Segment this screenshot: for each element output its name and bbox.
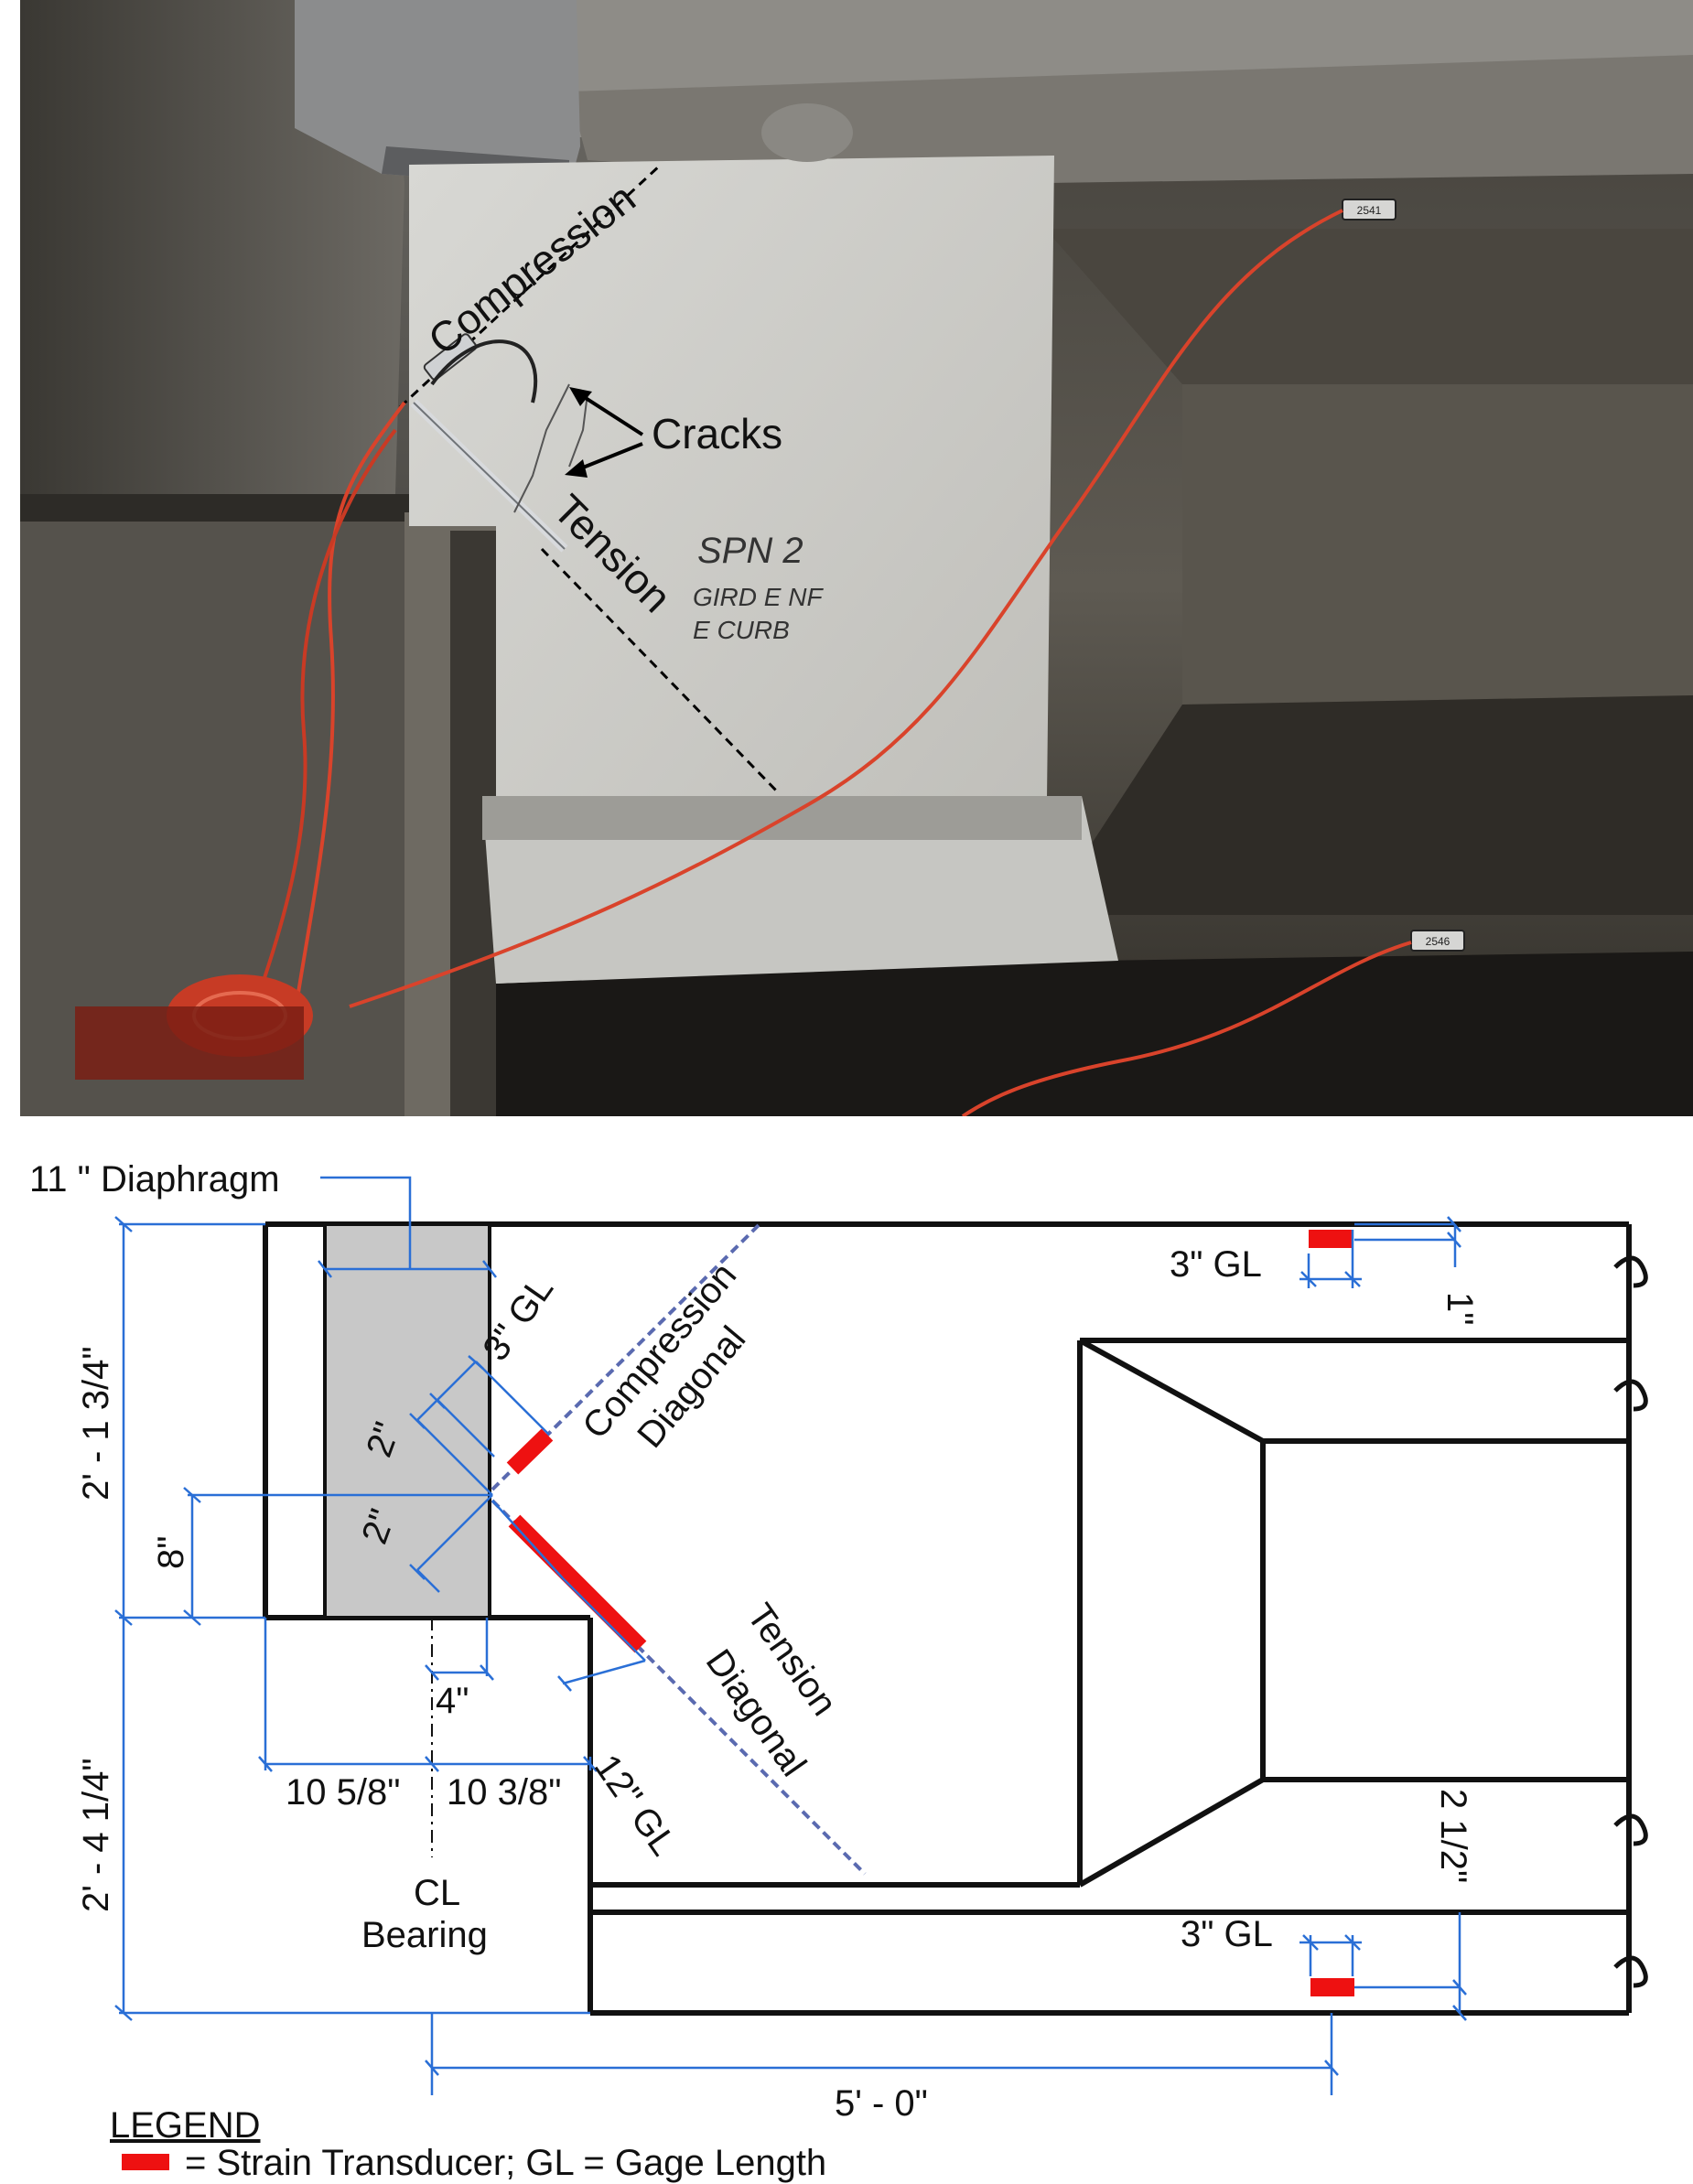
- diaphragm-section: [323, 1222, 491, 1619]
- dim-height-bot-label: 2' - 4 1/4": [76, 1758, 116, 1912]
- girder-web: [1182, 384, 1693, 705]
- dimension-lines: [114, 1176, 1467, 2095]
- handwriting-line-3: E CURB: [693, 616, 790, 644]
- cable-3: [247, 428, 397, 1026]
- girder-flange-bottom: [1045, 695, 1693, 915]
- handwriting-line-2: GIRD E NF: [693, 583, 824, 611]
- crack-line-1: [513, 383, 570, 513]
- centerline-symbol: CL: [414, 1873, 460, 1913]
- diaphragm-curb: [482, 796, 1118, 984]
- pier-cap: [20, 522, 496, 1116]
- transducer-compression: [506, 1428, 554, 1475]
- concrete-diaphragm: [409, 156, 1054, 984]
- handwriting-line-1: SPN 2: [697, 531, 803, 571]
- cracks-arrow-2: [573, 442, 643, 473]
- dim-2half-label: 2 1/2": [1433, 1789, 1473, 1883]
- diaphragm-label: 11 " Diaphragm: [29, 1159, 280, 1200]
- diaphragm-drawing: 11 " Diaphragm 3" GL Compression Diagona…: [29, 1159, 1648, 2183]
- sensor-top-tag: 2541: [1357, 204, 1382, 217]
- cable-4: [961, 941, 1412, 1116]
- legend-transducer-swatch: [122, 2154, 169, 2170]
- sensor-bottom-tag: 2546: [1426, 935, 1450, 948]
- cracks-label: Cracks: [652, 410, 782, 457]
- girder-flange-top: [1045, 229, 1693, 384]
- dim-8in-label: 8": [151, 1536, 191, 1569]
- cracks-arrowhead-2: [565, 459, 588, 478]
- steel-bearing-plate: [295, 0, 580, 188]
- dim-right-label: 10 3/8": [447, 1772, 561, 1813]
- dim-1in-label: 1": [1440, 1292, 1480, 1325]
- cable-2: [293, 401, 406, 1017]
- sensor-bottom: [1410, 930, 1465, 952]
- transducer-cable-loop: [430, 339, 538, 403]
- bridge-underside: [496, 952, 1693, 1116]
- transducer-bottom-flange: [1310, 1978, 1354, 1996]
- cracks-arrow-1: [577, 392, 644, 436]
- sensor-top: [1342, 199, 1396, 221]
- gl-3in-top-label: 3" GL: [1170, 1244, 1262, 1285]
- transducer-rod-edge: [413, 402, 566, 550]
- dim-height-top-label: 2' - 1 3/4": [76, 1346, 116, 1501]
- dim-4in-label: 4": [436, 1681, 469, 1721]
- dim-left-label: 10 5/8": [286, 1772, 400, 1813]
- data-logger: [75, 1006, 304, 1080]
- tension-dashed-line: [540, 547, 782, 796]
- deck-underside: [569, 55, 1693, 192]
- crack-line-2: [568, 393, 588, 468]
- transducer-top-flange: [1309, 1230, 1353, 1248]
- break-symbols: [1613, 1255, 1648, 1988]
- dim-5ft-label: 5' - 0": [835, 2083, 928, 2124]
- transducer-tension: [508, 1514, 647, 1653]
- structure-outline: [263, 1221, 1632, 2016]
- legend-title: LEGEND: [110, 2105, 261, 2146]
- cable-1: [349, 209, 1343, 1008]
- grout-patch: [761, 103, 853, 162]
- bearing-label: Bearing: [361, 1915, 488, 1955]
- gl-12in-label: 12" GL: [587, 1748, 685, 1863]
- transducer-gauge-1: [423, 333, 478, 381]
- bridge-photo: 2541 2546 SPN 2 GIRD E NF E CURB Compres…: [20, 0, 1693, 1116]
- legend-item: = Strain Transducer; GL = Gage Length: [185, 2143, 826, 2183]
- compression-dashed-line: [398, 163, 663, 409]
- cracks-arrowhead-1: [569, 387, 592, 406]
- gl-3in-bot-label: 3" GL: [1181, 1914, 1273, 1954]
